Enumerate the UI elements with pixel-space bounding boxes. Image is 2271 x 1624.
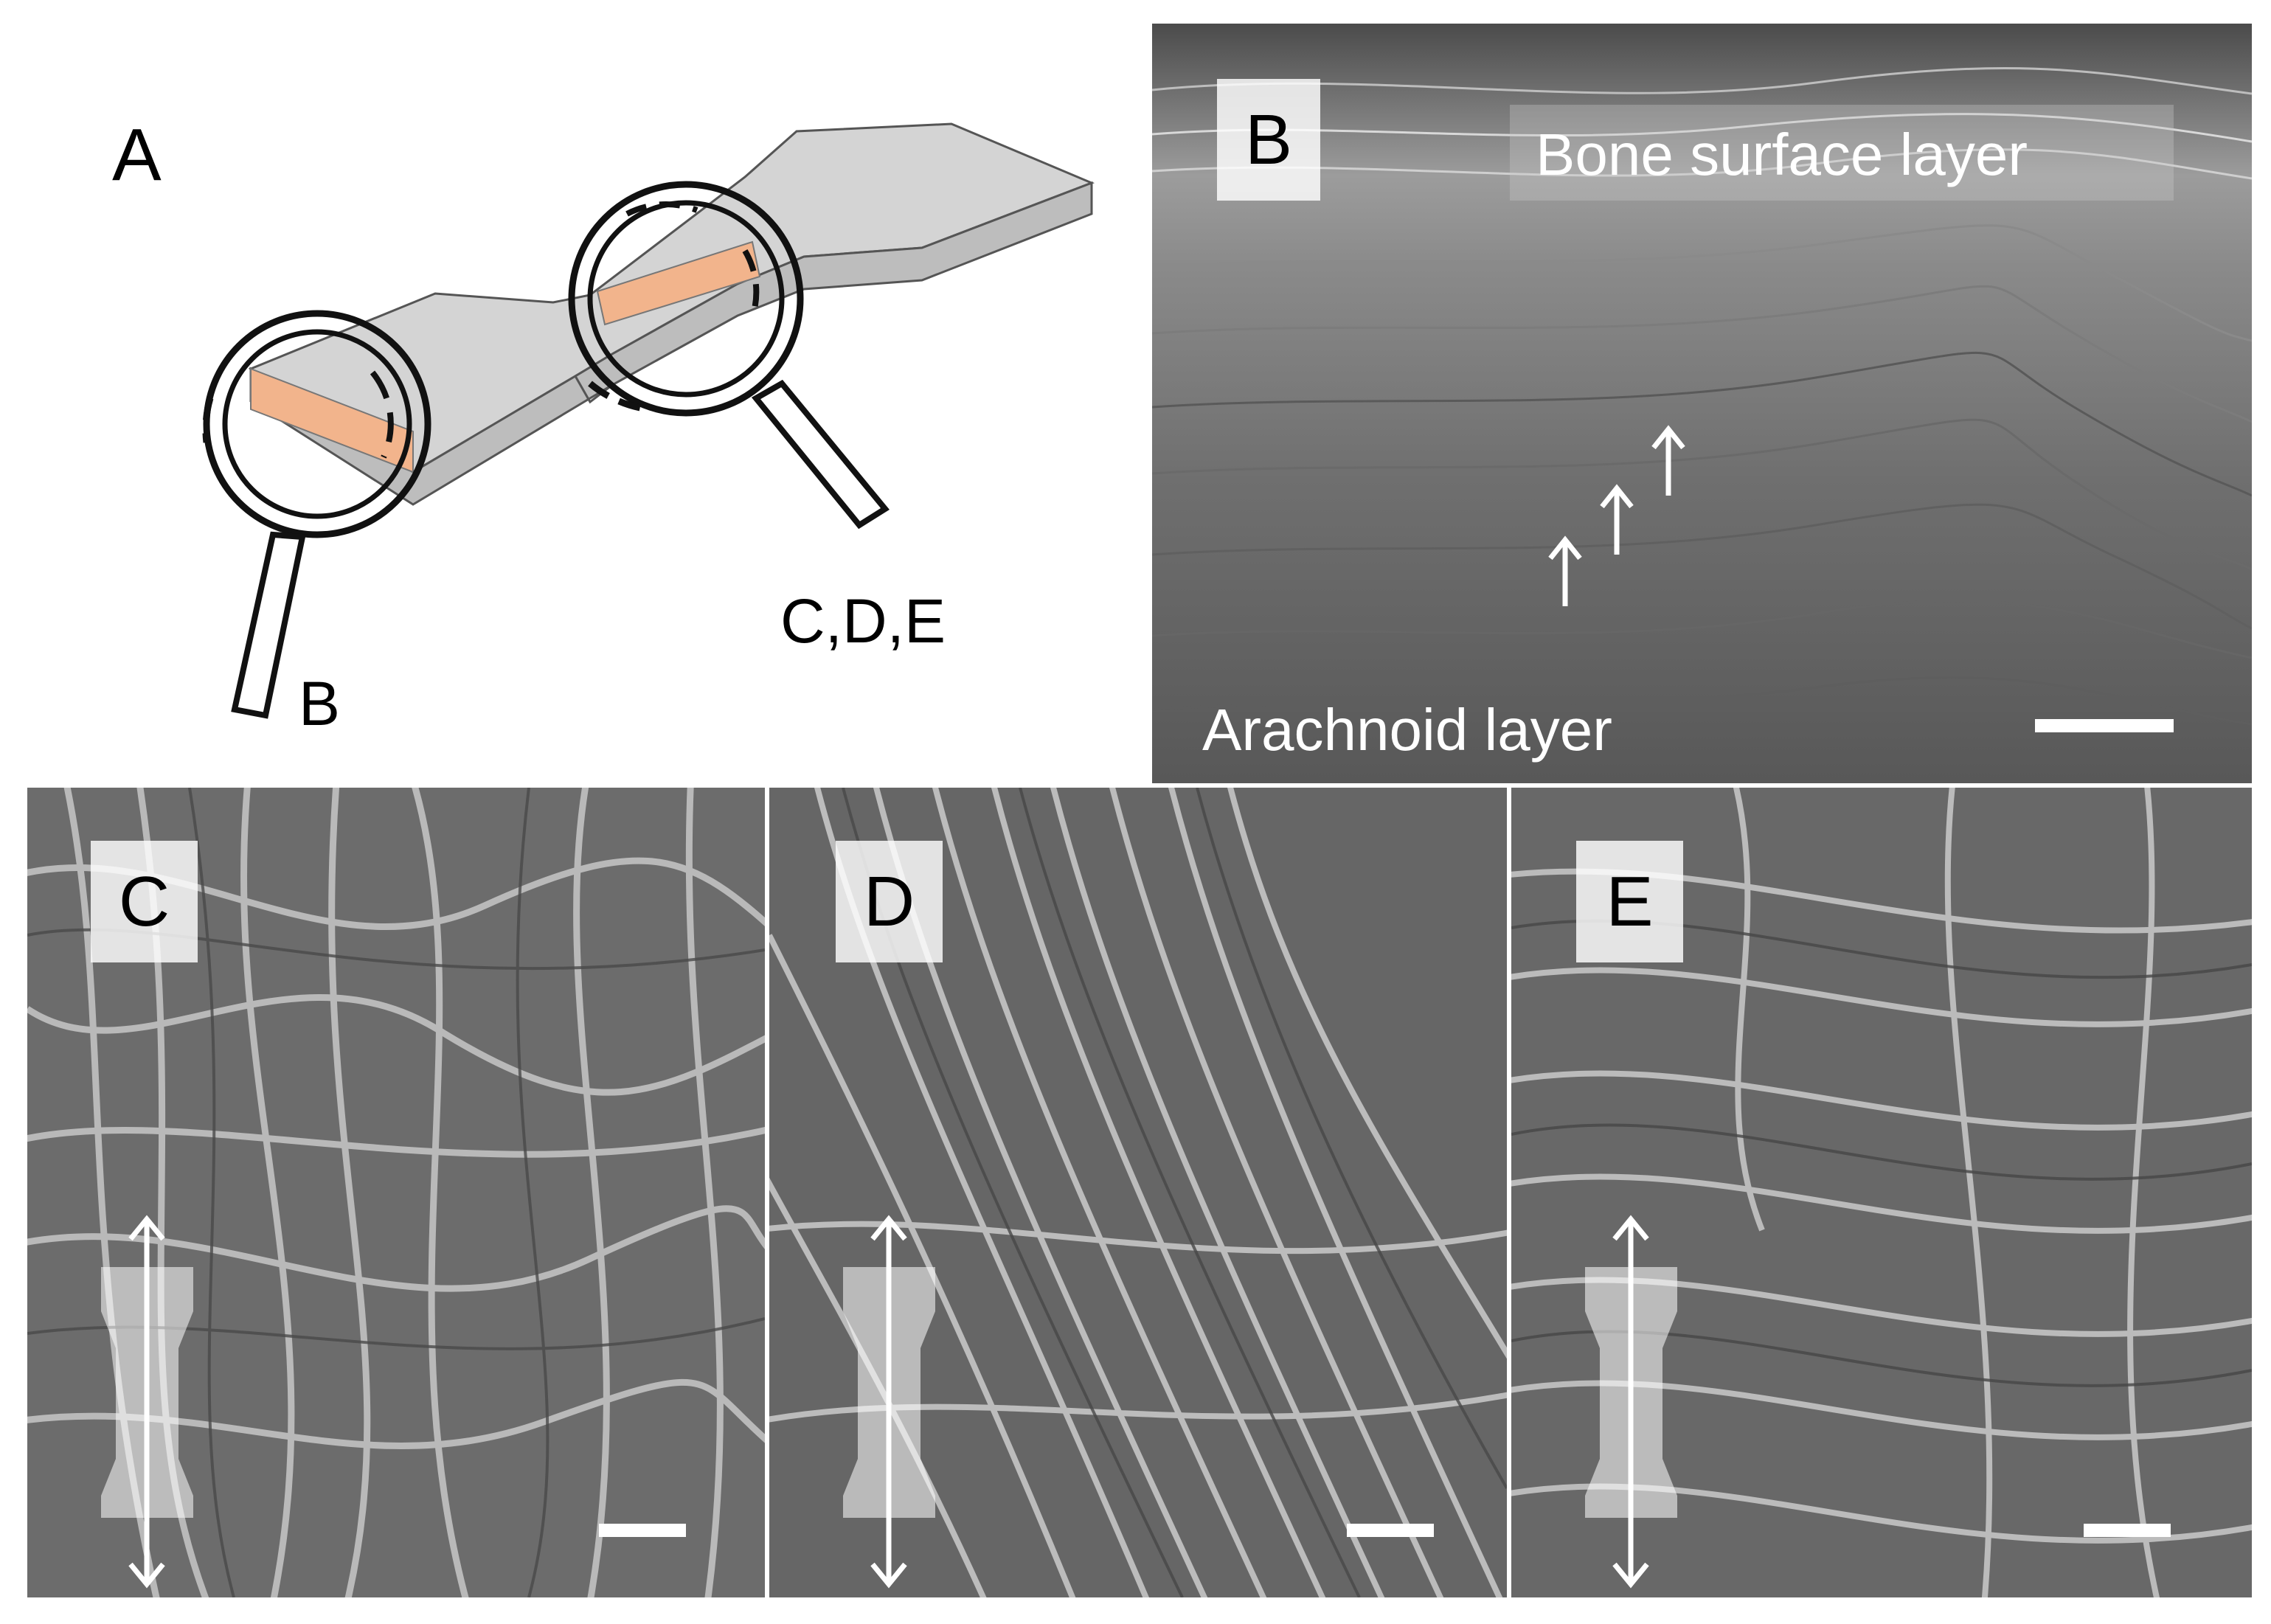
panel-d-sem-image: D [769,788,1507,1597]
panel-e-label: E [1576,841,1683,962]
arachnoid-layer-label: Arachnoid layer [1202,697,1612,763]
tensile-direction-arrow [1612,1215,1649,1589]
panel-b-scale-bar [2035,719,2174,732]
top-layer-banner [1510,105,2174,201]
panel-a-label: A [112,114,162,196]
tensile-direction-arrow [128,1215,165,1589]
panel-a-schematic: A B C,D,E [0,0,1151,789]
arrow-markers [1548,425,1685,606]
callout-b-label: B [299,669,341,738]
panel-c-label: C [91,841,198,962]
panel-d-label: D [836,841,943,962]
panel-c-scale-bar [599,1524,686,1537]
surface-highlight [596,240,761,326]
panel-d-scale-bar [1347,1524,1434,1537]
panel-e-scale-bar [2084,1524,2171,1537]
magnifier-cde-icon [568,181,890,530]
callout-cde-label: C,D,E [780,586,946,656]
panel-c-sem-image: C [27,788,765,1597]
panel-e-sem-image: E [1511,788,2252,1597]
bone-surface-layer-label: Bone surface layer [1536,122,2028,187]
tensile-direction-arrow [870,1215,907,1589]
specimen-diagram [202,122,1095,719]
cross-section-highlight [250,367,414,473]
panel-b-texture [1152,24,2252,783]
panel-b-label: B [1217,79,1320,201]
specimen-front-face [249,181,1093,506]
magnifier-b-icon [202,310,431,719]
panel-b-sem-image: B Bone surface layer Arachnoid layer [1152,24,2252,783]
